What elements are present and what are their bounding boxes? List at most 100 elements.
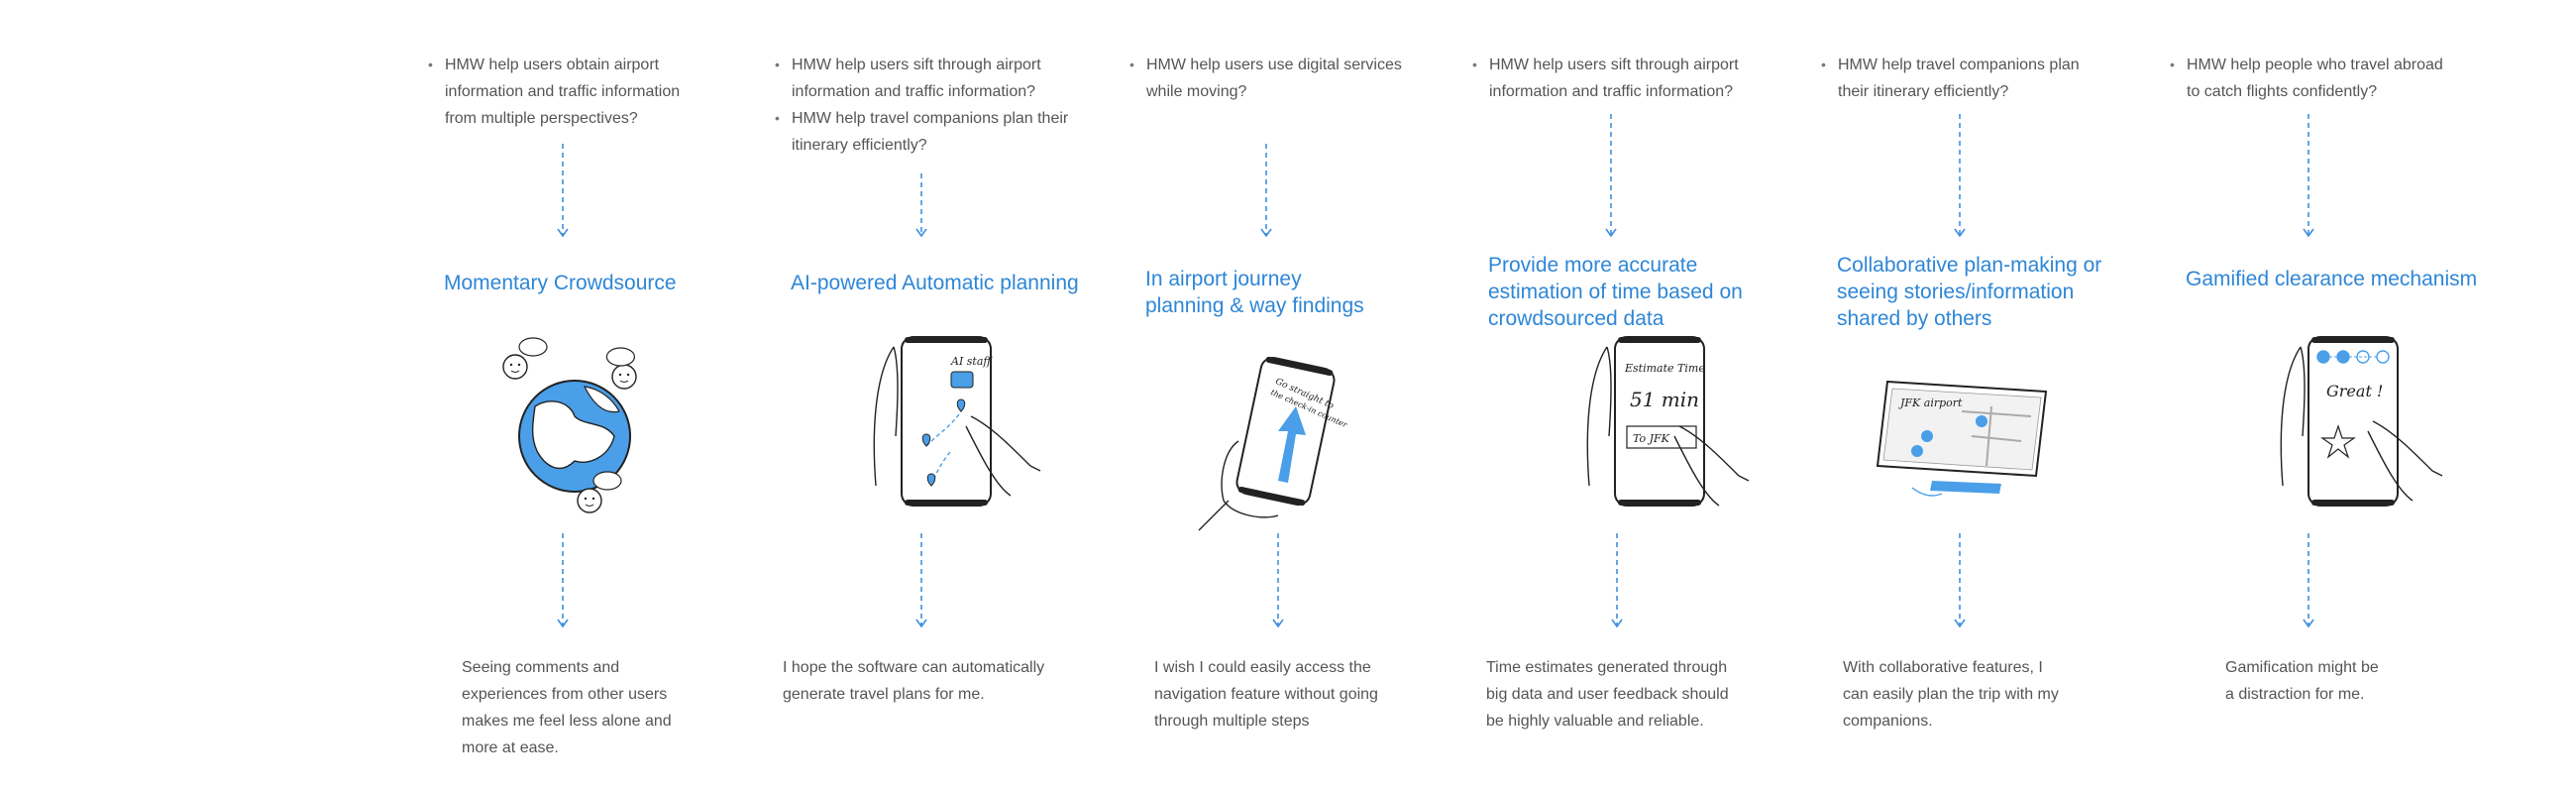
user-face-icon	[502, 354, 528, 380]
hmw-line: HMW help people who travel abroad	[2187, 57, 2443, 73]
user-quote-line: through multiple steps	[1154, 713, 1310, 730]
chat-bubble-icon	[950, 371, 974, 389]
direction-arrow-icon	[1278, 406, 1306, 483]
user-location-icon	[1921, 430, 1933, 442]
user-location-icon	[1911, 445, 1923, 457]
hmw-line: HMW help travel companions plan	[1838, 57, 2080, 73]
hmw-question: HMW help users obtain airport information…	[428, 52, 680, 132]
hmw-line: HMW help travel companions plan their	[792, 110, 1069, 127]
star-icon	[2320, 424, 2356, 459]
idea-title-line: Gamified clearance mechanism	[2186, 268, 2478, 290]
progress-step-icon	[2356, 350, 2370, 364]
idea-title-line: crowdsourced data	[1488, 307, 1664, 330]
idea-title-line: Collaborative plan-making or	[1837, 254, 2102, 277]
user-quote: I hope the software can automatically gen…	[783, 654, 1044, 708]
hmw-line: HMW help users obtain airport	[445, 57, 660, 73]
idea-title-line: seeing stories/information	[1837, 281, 2075, 303]
idea-title-line: AI-powered Automatic planning	[791, 272, 1079, 294]
dashed-arrow-down	[1954, 533, 1966, 628]
hmw-question-list: HMW help users sift through airport infor…	[1472, 52, 1739, 105]
idea-title-line: In airport journey	[1145, 268, 1302, 290]
speech-bubble-icon	[592, 471, 622, 491]
estimate-time-label: Estimate Time	[1624, 362, 1705, 375]
map-title: JFK airport	[1898, 396, 1963, 409]
dashed-arrow-down	[1611, 533, 1623, 628]
hmw-question: HMW help users sift through airport infor…	[775, 52, 1068, 105]
location-pin-icon	[926, 473, 936, 487]
user-quote: Seeing comments and experiences from othe…	[462, 654, 672, 761]
phone-ai-planning-illustration: AI staff	[873, 336, 1041, 507]
estimate-time-value: 51 min	[1630, 388, 1699, 411]
hmw-line: HMW help users sift through airport	[792, 57, 1041, 73]
dashed-arrow-down	[1605, 114, 1617, 238]
destination-label: To JFK	[1633, 432, 1670, 445]
user-quote-line: experiences from other users	[462, 686, 668, 703]
hmw-line: HMW help users use digital services	[1146, 57, 1402, 73]
hmw-question: HMW help travel companions plan their iti…	[1821, 52, 2080, 105]
hmw-line: information and traffic information?	[792, 83, 1036, 100]
dashed-arrow-down	[557, 144, 569, 238]
idea-title: In airport journey planning & way finding…	[1145, 266, 1364, 319]
user-quote-line: be highly valuable and reliable.	[1486, 713, 1704, 730]
hmw-line: from multiple perspectives?	[445, 110, 638, 127]
user-quote-line: more at ease.	[462, 739, 559, 756]
tablet-collaborative-map-illustration: JFK airport	[1876, 380, 2048, 497]
user-quote-line: With collaborative features, I	[1843, 659, 2043, 676]
idea-title-line: shared by others	[1837, 307, 1992, 330]
hmw-line: while moving?	[1146, 83, 1247, 100]
hmw-line: itinerary efficiently?	[792, 137, 927, 154]
reward-message: Great !	[2326, 382, 2383, 400]
hmw-line: their itinerary efficiently?	[1838, 83, 2009, 100]
idea-title: AI-powered Automatic planning	[791, 270, 1079, 296]
hmw-line: HMW help users sift through airport	[1489, 57, 1739, 73]
progress-step-icon	[2336, 350, 2350, 364]
idea-title-line: Momentary Crowdsource	[444, 272, 677, 294]
dashed-arrow-down	[915, 533, 927, 628]
phone-time-estimate-illustration: Estimate Time 51 min To JFK	[1586, 336, 1750, 507]
hmw-question-list: HMW help users sift through airport infor…	[775, 52, 1068, 159]
hmw-question: HMW help users use digital services while…	[1129, 52, 1402, 105]
hmw-question-list: HMW help travel companions plan their iti…	[1821, 52, 2080, 105]
user-quote-line: big data and user feedback should	[1486, 686, 1729, 703]
user-quote-line: companions.	[1843, 713, 1933, 730]
hmw-line: information and traffic information?	[1489, 83, 1734, 100]
user-face-icon	[577, 488, 602, 513]
idea-title: Gamified clearance mechanism	[2186, 266, 2477, 292]
user-quote-line: Seeing comments and	[462, 659, 620, 676]
dashed-arrow-down	[1954, 114, 1966, 238]
user-quote: Time estimates generated through big data…	[1486, 654, 1729, 735]
hmw-question-list: HMW help users use digital services while…	[1129, 52, 1402, 105]
user-quote-line: Time estimates generated through	[1486, 659, 1728, 676]
location-pin-icon	[956, 398, 966, 412]
progress-step-icon	[2316, 350, 2330, 364]
hmw-question: HMW help users sift through airport infor…	[1472, 52, 1739, 105]
user-quote-line: navigation feature without going	[1154, 686, 1378, 703]
idea-title: Collaborative plan-making or seeing stori…	[1837, 252, 2101, 332]
user-quote-line: I hope the software can automatically	[783, 659, 1045, 676]
dashed-arrow-down	[557, 533, 569, 628]
user-location-icon	[1976, 415, 1987, 427]
user-quote-line: Gamification might be	[2225, 659, 2379, 676]
dashed-arrow-down	[1272, 533, 1284, 628]
location-pin-icon	[921, 433, 931, 447]
idea-title: Momentary Crowdsource	[444, 270, 677, 296]
hmw-question-list: HMW help users obtain airport information…	[428, 52, 680, 132]
phone-gamified-illustration: Great !	[2280, 336, 2443, 507]
idea-title: Provide more accurate estimation of time …	[1488, 252, 1743, 332]
hmw-line: information and traffic information	[445, 83, 681, 100]
hmw-question: HMW help travel companions plan their iti…	[775, 105, 1068, 159]
idea-title-line: estimation of time based on	[1488, 281, 1743, 303]
user-quote-line: generate travel plans for me.	[783, 686, 985, 703]
idea-title-line: planning & way findings	[1145, 294, 1364, 317]
dashed-arrow-down	[2303, 533, 2314, 628]
idea-title-line: Provide more accurate	[1488, 254, 1698, 277]
user-face-icon	[611, 364, 637, 390]
speech-bubble-icon	[605, 347, 635, 367]
dashed-arrow-down	[1260, 144, 1272, 238]
